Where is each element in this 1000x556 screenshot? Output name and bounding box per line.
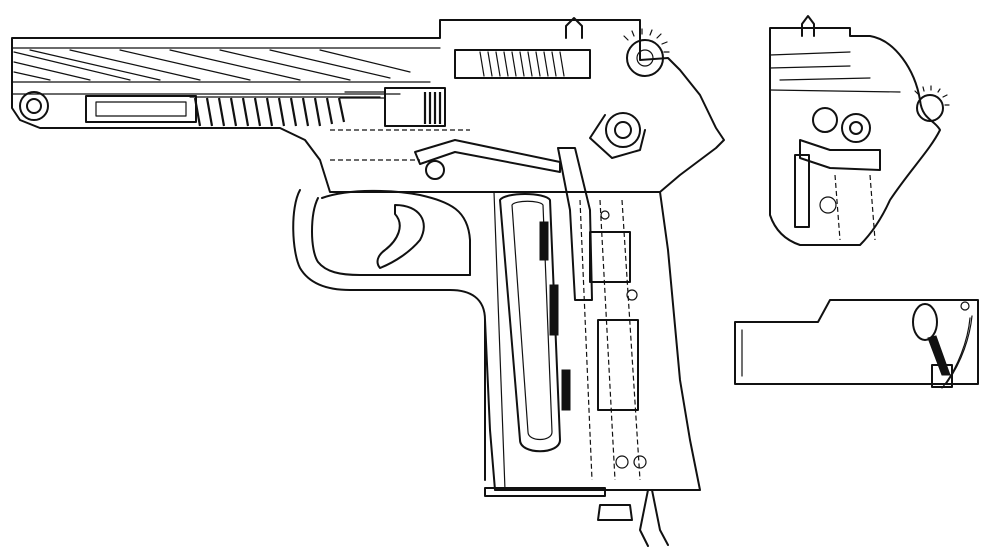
grip-window	[499, 193, 561, 453]
main-cutaway-view	[11, 17, 725, 547]
safety-lever-icon	[912, 303, 953, 388]
trigger-guard	[292, 189, 486, 481]
magazine-release-knob-icon	[597, 504, 633, 521]
barrel-rifling	[13, 49, 411, 81]
sear-lever	[557, 147, 593, 301]
hammer-pivot-icon	[605, 112, 641, 148]
rear-sight-icon	[565, 17, 583, 39]
magazine-spring-plate	[597, 319, 639, 411]
trigger-bar-pin-icon	[425, 160, 445, 180]
muzzle-ring-icon	[19, 91, 49, 121]
magazine-follower	[589, 231, 631, 283]
breech-block	[384, 87, 446, 127]
detail-front-sight-icon	[801, 15, 815, 37]
safety-lever-detail-view	[734, 299, 979, 389]
trigger-icon	[376, 204, 425, 269]
firing-pin-spring	[479, 51, 565, 77]
muzzle-bore-icon	[26, 98, 42, 114]
firing-pin-housing	[454, 49, 591, 79]
hammer-detail-view	[769, 15, 950, 246]
recoil-spring	[193, 97, 346, 127]
trigger-bar	[414, 139, 561, 173]
grip-frame	[469, 191, 701, 491]
safety-lever-arc	[941, 317, 971, 389]
slide-top-rib	[11, 47, 441, 95]
magazine-studs	[539, 221, 571, 411]
slide-outline	[11, 19, 725, 193]
recoil-guide	[85, 95, 197, 123]
detail-knurled-hammer-icon	[914, 85, 950, 122]
breech-knurling	[423, 92, 442, 124]
lanyard-loop-icon	[639, 489, 669, 547]
hammer-spur-icon	[626, 39, 664, 77]
magazine-base	[484, 487, 606, 497]
